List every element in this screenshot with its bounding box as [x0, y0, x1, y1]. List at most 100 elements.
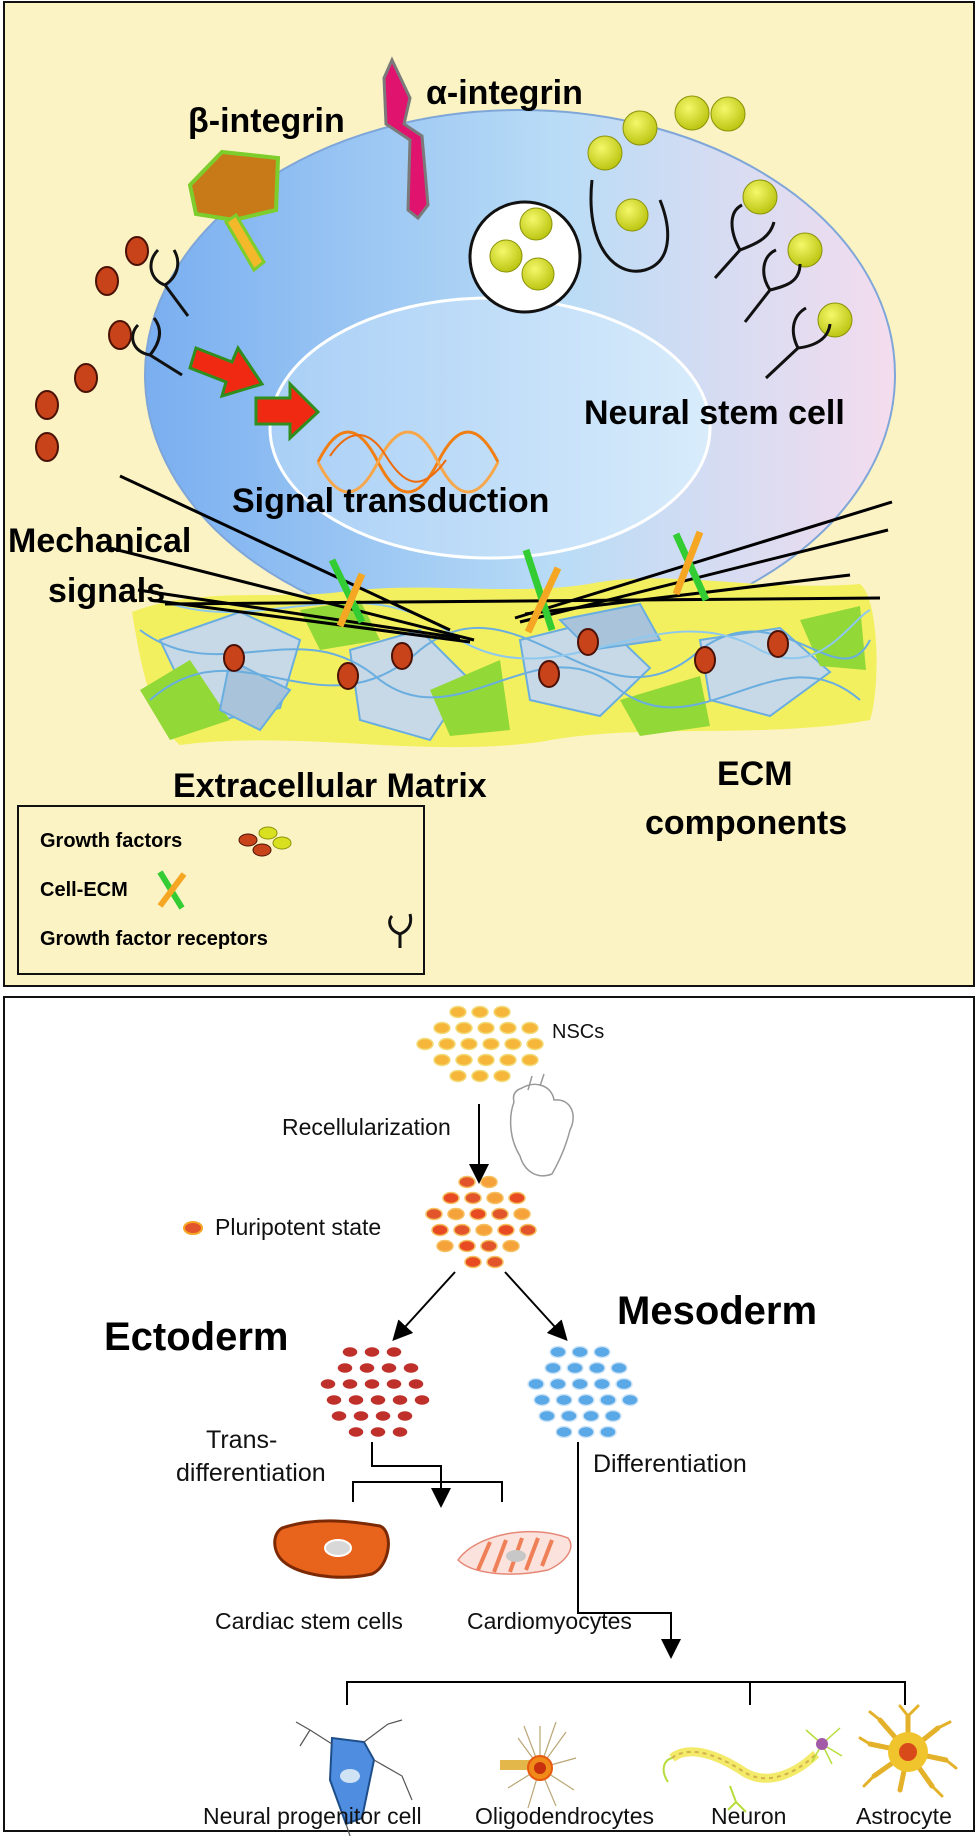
mesoderm-cell	[549, 1377, 567, 1391]
pluripotent-cell	[431, 1223, 449, 1237]
pluripotent-cell	[458, 1175, 476, 1189]
growth-factor-yellow	[787, 232, 823, 268]
signal-arrow	[254, 380, 321, 442]
heart-icon	[509, 1073, 574, 1177]
alpha-integrin-label: α-integrin	[426, 74, 583, 112]
bottom-panel-frame	[3, 996, 975, 1832]
nsc-cell	[471, 1069, 489, 1083]
growth-factor-receptor-icon	[149, 248, 190, 317]
legend-cell-ecm-icon	[157, 870, 187, 910]
endocytosis-pocket	[589, 179, 670, 273]
nsc-cell	[433, 1021, 451, 1035]
mesoderm-cell	[571, 1377, 589, 1391]
pluripotent-state-dot	[183, 1221, 203, 1235]
growth-factor-red	[95, 266, 119, 296]
trans-differentiation-label-line2: differentiation	[176, 1459, 326, 1487]
ectoderm-cell	[363, 1345, 381, 1359]
mesoderm-cell	[593, 1377, 611, 1391]
nsc-cluster	[416, 1005, 544, 1083]
beta-integrin-icon	[187, 149, 281, 273]
cardiomyocyte-icon	[457, 1530, 572, 1575]
mesoderm-cell	[571, 1345, 589, 1359]
mesoderm-cell	[582, 1409, 600, 1423]
neuron-icon	[662, 1727, 843, 1813]
ectoderm-cell	[325, 1393, 343, 1407]
pluripotent-cell	[475, 1223, 493, 1237]
ectoderm-cell	[396, 1409, 414, 1423]
ectoderm-cell	[347, 1393, 365, 1407]
pluripotent-cell	[442, 1191, 460, 1205]
recellularization-label: Recellularization	[282, 1114, 451, 1140]
mesoderm-cell	[610, 1361, 628, 1375]
neural-progenitor-cell-icon	[295, 1719, 413, 1836]
signal-arrow	[188, 344, 265, 399]
nsc-cell	[477, 1021, 495, 1035]
oligodendrocyte-icon	[500, 1721, 577, 1809]
mechanical-signals-label-line2: signals	[48, 572, 165, 610]
growth-factor-red	[35, 432, 59, 462]
ectoderm-cell	[341, 1377, 359, 1391]
mesoderm-cell	[604, 1409, 622, 1423]
nsc-cell	[455, 1021, 473, 1035]
growth-factor-yellow	[622, 110, 658, 146]
cardiac-stem-cells-label: Cardiac stem cells	[215, 1608, 403, 1634]
nsc-cell	[482, 1037, 500, 1051]
mesoderm-cell	[588, 1361, 606, 1375]
growth-factor-yellow	[742, 179, 778, 215]
ectoderm-cluster	[319, 1345, 431, 1439]
ectoderm-cell	[391, 1425, 409, 1439]
ectoderm-cell	[319, 1377, 337, 1391]
legend-growth-factor-icon	[238, 826, 292, 857]
ectoderm-cell	[330, 1409, 348, 1423]
oligodendrocytes-label: Oligodendrocytes	[475, 1803, 654, 1829]
legend-frame	[17, 805, 425, 975]
ecm-growth-factors	[223, 628, 789, 690]
growth-factor-yellow	[615, 198, 649, 232]
mesoderm-cell	[549, 1345, 567, 1359]
ectoderm-cell	[352, 1409, 370, 1423]
mesoderm-cell	[599, 1425, 617, 1439]
growth-factor-yellow	[587, 135, 623, 171]
pluripotent-cell	[480, 1239, 498, 1253]
growth-factor-receptor-icon	[743, 248, 802, 323]
flow-lines	[346, 1104, 906, 1705]
nscs-label: NSCs	[552, 1021, 604, 1043]
ectoderm-cell	[374, 1409, 392, 1423]
pluripotent-cell	[464, 1191, 482, 1205]
pluripotent-cell	[486, 1191, 504, 1205]
pluripotent-cell	[425, 1207, 443, 1221]
nsc-cell	[460, 1037, 478, 1051]
growth-factor-yellow	[710, 96, 746, 132]
ectoderm-cell	[407, 1377, 425, 1391]
growth-factor-red	[125, 236, 149, 266]
ectoderm-cell	[363, 1377, 381, 1391]
ectoderm-cell	[402, 1361, 420, 1375]
cardiomyocytes-label: Cardiomyocytes	[467, 1608, 632, 1634]
nsc-cell	[455, 1053, 473, 1067]
nsc-cell	[449, 1069, 467, 1083]
nsc-cell	[521, 1021, 539, 1035]
pluripotent-cell	[497, 1223, 515, 1237]
ecm-components-label-line1: ECM	[717, 755, 793, 793]
cell-ecm-link-icon	[328, 530, 710, 634]
neural-stem-cell-label: Neural stem cell	[584, 394, 845, 432]
pluripotent-cell	[486, 1255, 504, 1269]
nsc-cell	[477, 1053, 495, 1067]
growth-factor-yellow	[674, 95, 710, 131]
nsc-cell	[416, 1037, 434, 1051]
growth-factor-yellow	[817, 302, 853, 338]
top-panel: β-integrin α-integrin Neural stem cell S…	[3, 1, 975, 987]
dna-helix-icon	[316, 430, 500, 494]
mechanical-signals-label-line1: Mechanical	[8, 522, 191, 560]
differentiation-label: Differentiation	[593, 1450, 747, 1478]
mesoderm-cell	[538, 1409, 556, 1423]
pluripotent-cell	[519, 1223, 537, 1237]
nsc-cell	[493, 1005, 511, 1019]
legend-receptor-icon	[388, 913, 413, 948]
growth-factor-yellow	[519, 207, 553, 241]
pluripotent-cell	[464, 1255, 482, 1269]
ectoderm-cell	[385, 1345, 403, 1359]
ectoderm-cell	[347, 1425, 365, 1439]
growth-factor-red	[35, 390, 59, 420]
